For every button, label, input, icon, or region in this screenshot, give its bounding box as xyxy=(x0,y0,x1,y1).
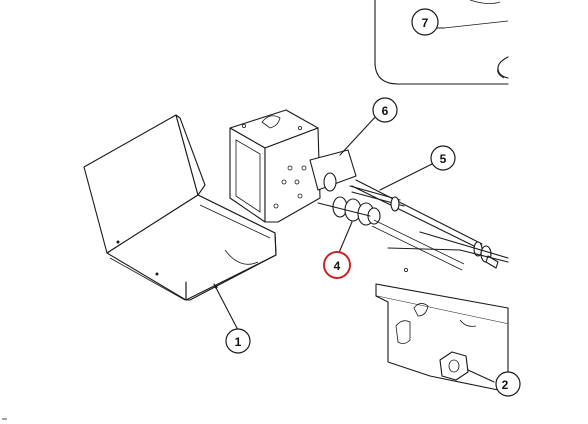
callout-2-label: 2 xyxy=(502,378,509,392)
callout-1: 1 xyxy=(225,328,251,354)
callout-5-label: 5 xyxy=(440,152,447,166)
callout-6: 6 xyxy=(372,97,398,123)
callout-1-label: 1 xyxy=(235,335,242,349)
part-1-cover-tray xyxy=(83,114,277,301)
callout-5: 5 xyxy=(430,145,456,171)
side-frame-plate xyxy=(375,231,509,393)
inset-panel xyxy=(374,0,509,85)
inset-edge-callout xyxy=(497,56,509,79)
callout-4-label: 4 xyxy=(334,259,341,273)
callout-7: 7 xyxy=(411,8,439,36)
callout-4-highlighted: 4 xyxy=(323,251,351,279)
part-5-shaft xyxy=(351,179,499,269)
callout-2: 2 xyxy=(495,371,521,397)
callout-6-label: 6 xyxy=(382,104,389,118)
part-2-hex-nut xyxy=(439,351,469,381)
part-4-spindle-assembly xyxy=(317,172,465,271)
callout-7-label: 7 xyxy=(422,16,429,30)
part-6-bracket-box xyxy=(229,109,357,223)
